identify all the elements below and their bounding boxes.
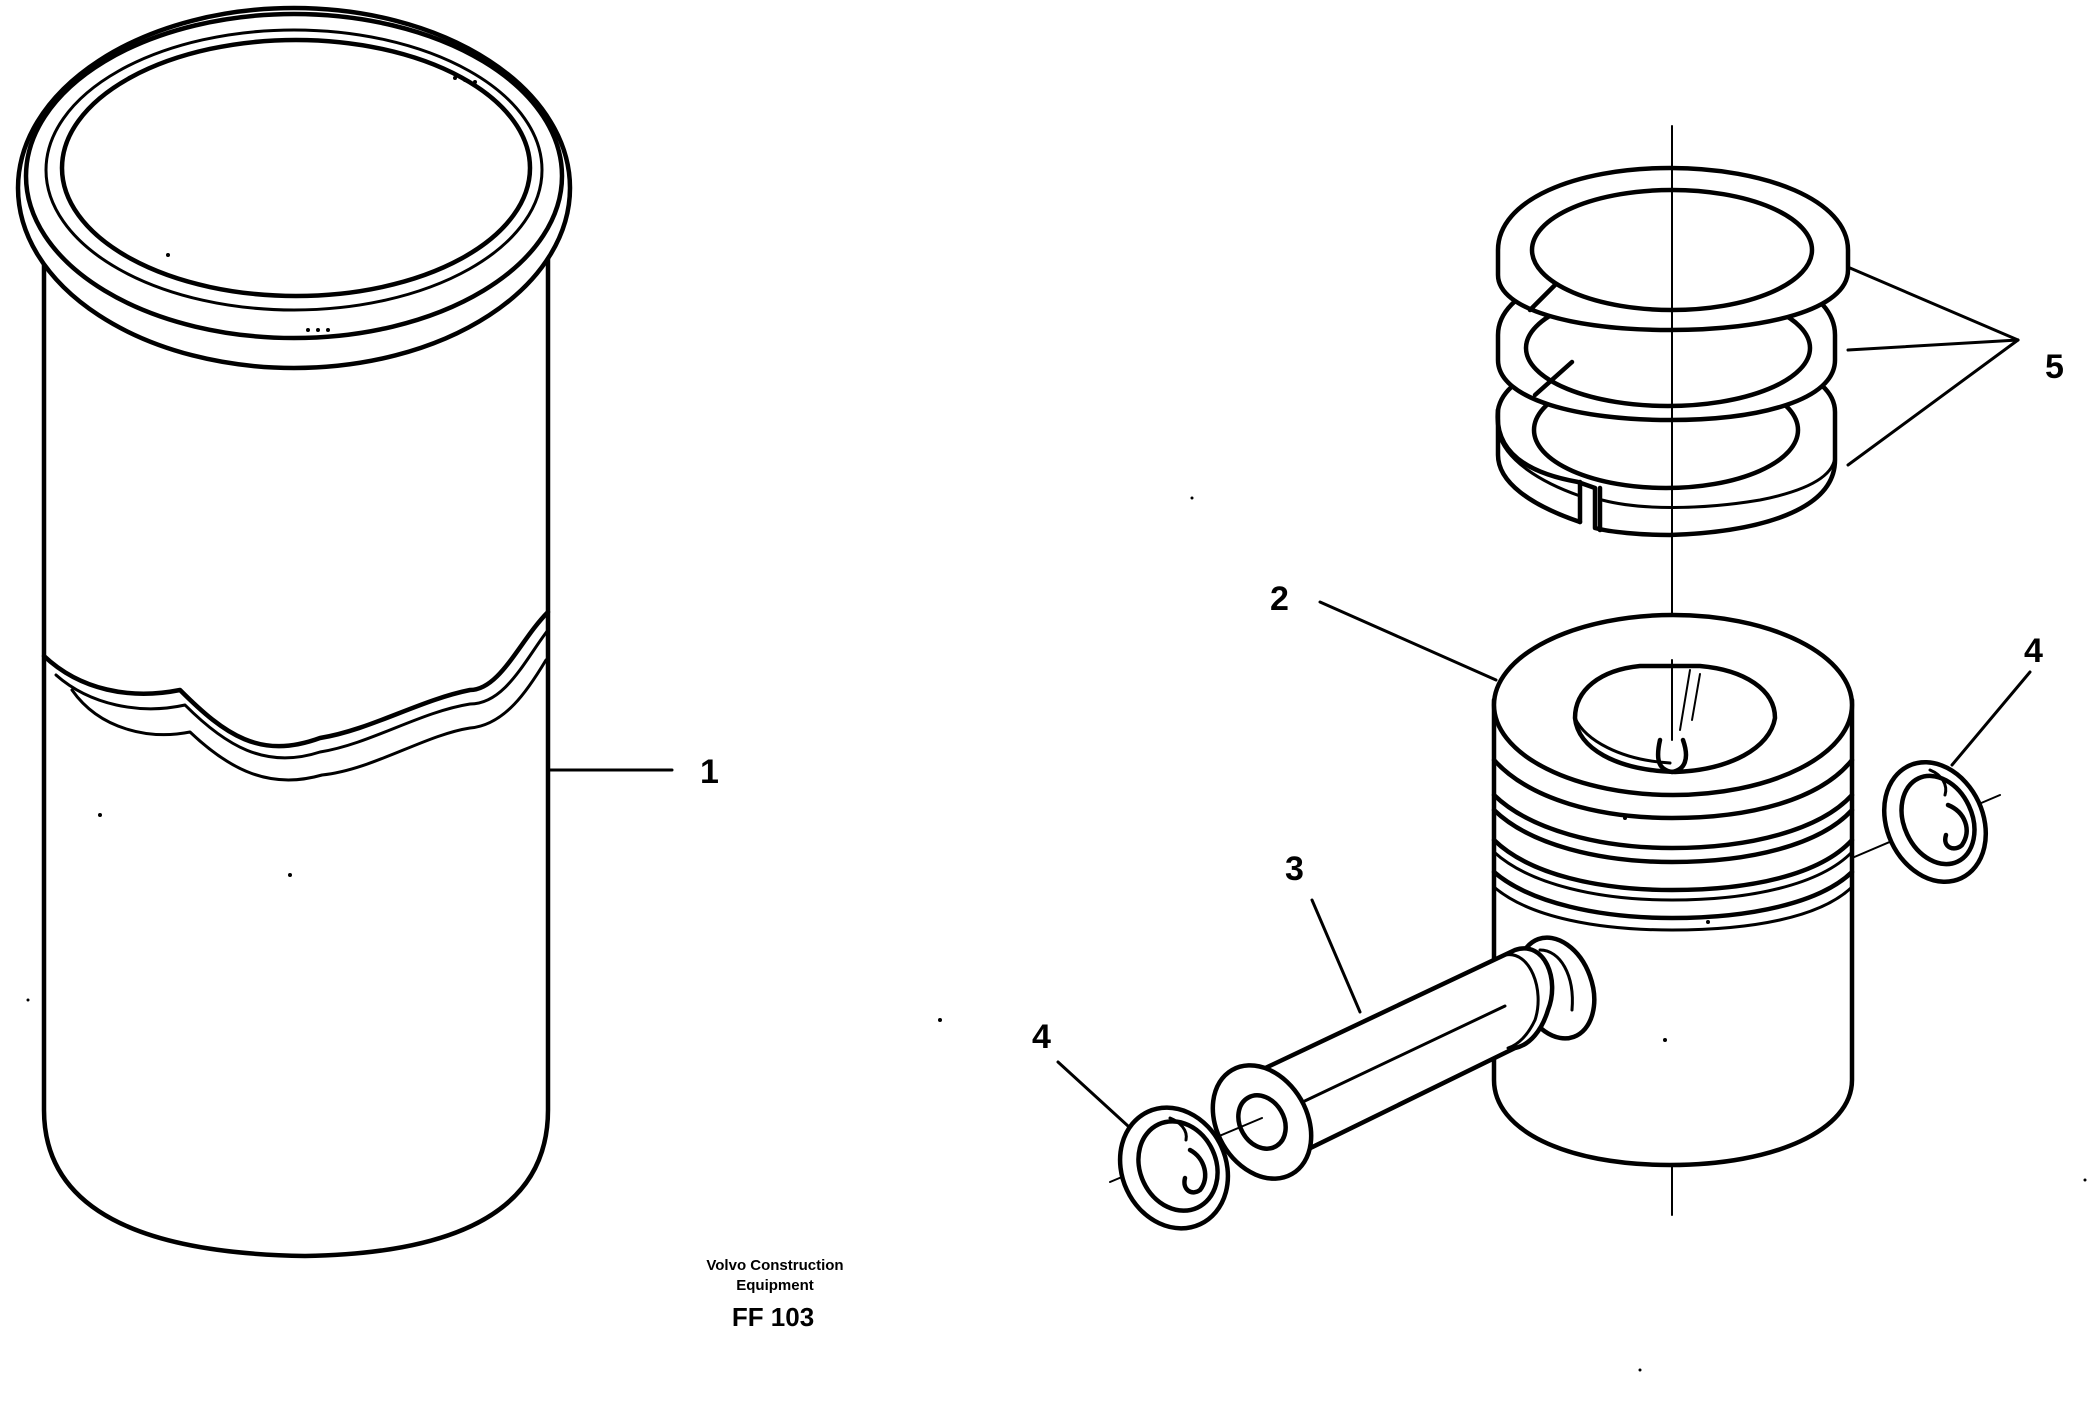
callout-5-leaders [1846, 266, 2020, 467]
piston-rings [1495, 125, 1851, 1216]
cylinder-liner [15, 5, 573, 1259]
circlip-left [1117, 1105, 1231, 1231]
callout-1-label: 1 [700, 753, 719, 791]
footer: Volvo Construction Equipment FF 103 [706, 1257, 843, 1332]
callout-3-leader [1310, 898, 1362, 1014]
brand-line-2: Equipment [736, 1277, 814, 1294]
callout-4-left-label: 4 [1032, 1018, 1051, 1056]
callout-4-left-leader [1056, 1060, 1130, 1128]
figure-code: FF 103 [732, 1302, 814, 1332]
callout-5-label: 5 [2045, 348, 2064, 386]
callout-3-label: 3 [1285, 850, 1304, 888]
callout-4-right-leader [1950, 670, 2032, 767]
callout-2-leader [1318, 600, 1498, 682]
circlip-right [1881, 760, 1989, 884]
callout-2-label: 2 [1270, 580, 1289, 618]
callout-4-right-label: 4 [2024, 632, 2043, 670]
piston-pin [1109, 794, 2001, 1183]
brand-line-1: Volvo Construction [706, 1257, 843, 1274]
piston [1491, 612, 1855, 1168]
